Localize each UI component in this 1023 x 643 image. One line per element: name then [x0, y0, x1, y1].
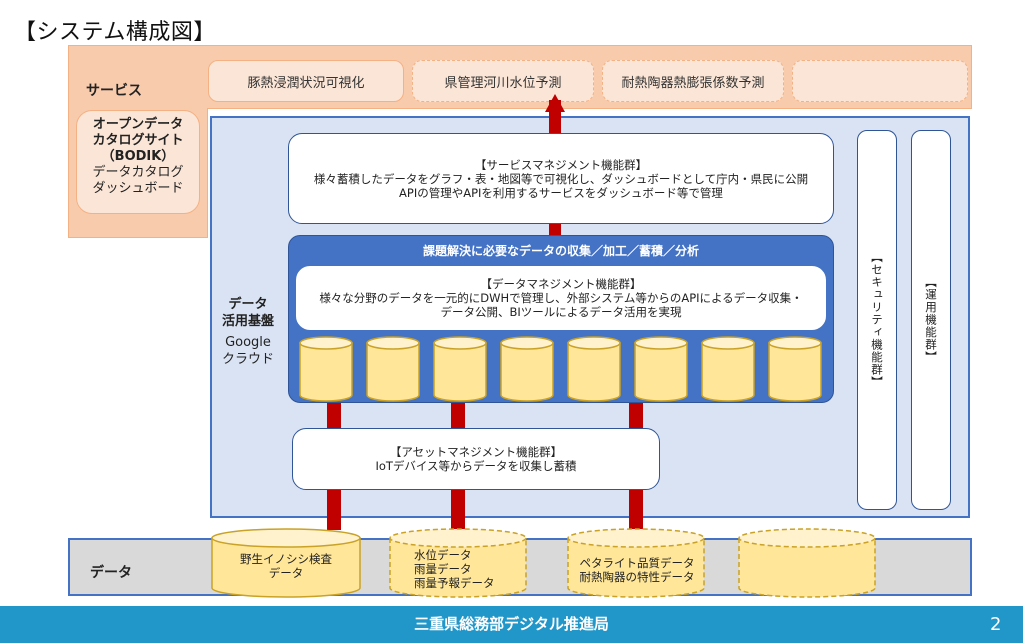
- platform-label-line2: 活用基盤: [221, 314, 274, 329]
- service-layer-label: サービス: [86, 83, 142, 99]
- footer-bar: [0, 606, 1023, 643]
- data-source-1-line2: データ: [268, 566, 304, 580]
- open-data-desc-line2: ダッシュボード: [92, 181, 184, 196]
- security-functions-label: 【セキュリティ機能群】: [870, 251, 884, 389]
- service-box-ceramic-expansion: 耐熱陶器熱膨張係数予測: [602, 60, 784, 102]
- service-box-swine-fever: 豚熱浸潤状況可視化: [208, 60, 404, 102]
- data-source-2-line3: 雨量予報データ: [414, 576, 495, 590]
- open-data-catalog-box: オープンデータ カタログサイト （BODIK） データカタログ ダッシュボード: [76, 110, 200, 214]
- platform-label-line3: Google: [225, 335, 271, 350]
- storage-cylinder-icon: [500, 336, 554, 402]
- page-number: 2: [990, 614, 1002, 635]
- data-source-2-line1: 水位データ: [414, 548, 472, 562]
- service-management-line1: 様々蓄積したデータをグラフ・表・地図等で可視化し、ダッシュボードとして庁内・県民…: [313, 171, 809, 186]
- service-box-label: 豚熱浸潤状況可視化: [247, 75, 365, 91]
- service-management-box: 【サービスマネジメント機能群】 様々蓄積したデータをグラフ・表・地図等で可視化し…: [288, 133, 834, 224]
- storage-cylinder-icon: [567, 336, 621, 402]
- diagram-title: 【システム構成図】: [14, 20, 216, 45]
- open-data-title-line1: オープンデータ: [92, 117, 184, 132]
- data-layer-label: データ: [90, 565, 132, 581]
- operations-functions-label: 【運用機能群】: [924, 276, 938, 364]
- storage-cylinder-icon: [366, 336, 420, 402]
- service-management-line2: APIの管理やAPIを利用するサービスをダッシュボード等で管理: [399, 185, 723, 200]
- service-box-label: 県管理河川水位予測: [444, 75, 562, 91]
- data-management-line1: 様々な分野のデータを一元的にDWHで管理し、外部システム等からのAPIによるデー…: [319, 291, 803, 305]
- platform-label-line1: データ: [228, 297, 268, 312]
- security-functions-box: 【セキュリティ機能群】: [857, 130, 897, 510]
- footer-organization: 三重県総務部デジタル推進局: [414, 615, 609, 633]
- storage-cylinder-icon: [634, 336, 688, 402]
- service-box-empty: [792, 60, 968, 102]
- platform-label: データ 活用基盤 Google クラウド: [210, 296, 286, 368]
- open-data-title-line2: カタログサイト: [92, 133, 184, 148]
- service-box-label: 耐熱陶器熱膨張係数予測: [621, 75, 765, 91]
- data-source-1-label: 野生イノシシ検査 データ: [212, 552, 360, 580]
- data-source-2-label: 水位データ 雨量データ 雨量予報データ: [414, 548, 514, 590]
- asset-management-box: 【アセットマネジメント機能群】 IoTデバイス等からデータを収集し蓄積: [292, 428, 660, 490]
- data-management-title: 【データマネジメント機能群】: [480, 277, 642, 291]
- storage-cylinder-icon: [433, 336, 487, 402]
- data-source-2-line2: 雨量データ: [414, 562, 472, 576]
- data-processing-heading: 課題解決に必要なデータの収集／加工／蓄積／分析: [422, 244, 699, 258]
- data-source-cylinder-icon: [738, 528, 876, 598]
- storage-cylinder-icon: [299, 336, 353, 402]
- service-management-title: 【サービスマネジメント機能群】: [474, 157, 648, 172]
- data-management-line2: データ公開、BIツールによるデータ活用を実現: [440, 305, 682, 319]
- data-source-cylinder-icon: [567, 528, 705, 598]
- data-source-cylinder-icon: [389, 528, 527, 598]
- operations-functions-box: 【運用機能群】: [911, 130, 951, 510]
- platform-label-line4: クラウド: [221, 352, 274, 367]
- data-management-box: 【データマネジメント機能群】 様々な分野のデータを一元的にDWHで管理し、外部シ…: [296, 266, 826, 330]
- data-source-3-line1: ペタライト品質データ: [579, 556, 695, 570]
- open-data-title-line3: （BODIK）: [101, 149, 175, 164]
- arrow-head-up-icon: [545, 94, 565, 112]
- asset-management-title: 【アセットマネジメント機能群】: [389, 445, 563, 459]
- asset-management-line1: IoTデバイス等からデータを収集し蓄積: [375, 459, 577, 473]
- data-source-3-label: ペタライト品質データ 耐熱陶器の特性データ: [566, 556, 708, 584]
- open-data-desc-line1: データカタログ: [92, 165, 184, 180]
- storage-cylinder-icon: [701, 336, 755, 402]
- service-box-river-level: 県管理河川水位予測: [412, 60, 594, 102]
- storage-cylinder-icon: [768, 336, 822, 402]
- data-source-cylinder-icon: [211, 528, 361, 598]
- data-source-1-line1: 野生イノシシ検査: [240, 552, 332, 566]
- data-source-3-line2: 耐熱陶器の特性データ: [579, 570, 695, 584]
